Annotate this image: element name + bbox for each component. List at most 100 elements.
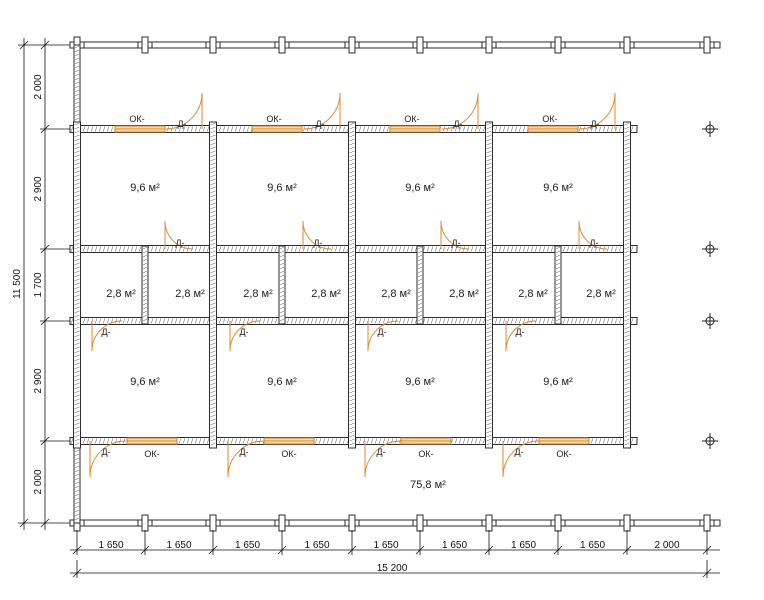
wall-hatch bbox=[279, 302, 285, 306]
wall-hatch bbox=[514, 318, 518, 324]
wall-hatch bbox=[610, 246, 614, 252]
wall-hatch bbox=[474, 438, 478, 444]
wall-hatch bbox=[486, 226, 492, 230]
wall-hatch bbox=[210, 414, 216, 418]
wall-hatch bbox=[142, 270, 148, 274]
wall-hatch bbox=[358, 126, 362, 132]
wall-hatch bbox=[486, 314, 492, 318]
wall-hatch bbox=[486, 334, 492, 338]
wall-hatch bbox=[510, 126, 514, 132]
openings bbox=[89, 92, 616, 478]
wall-hatch bbox=[186, 318, 190, 324]
window-label: ОК- bbox=[556, 449, 571, 459]
door-swing bbox=[578, 220, 608, 250]
wall-hatch bbox=[486, 290, 492, 294]
wall-hatch bbox=[349, 226, 355, 230]
wall-hatch bbox=[210, 170, 216, 174]
wall-hatch bbox=[246, 438, 250, 444]
wall-hatch bbox=[486, 390, 492, 394]
wall-hatch bbox=[349, 206, 355, 210]
wall-hatch bbox=[210, 330, 216, 334]
wall-hatch bbox=[486, 434, 492, 438]
wall-segment bbox=[554, 245, 562, 325]
wall-hatch bbox=[130, 318, 134, 324]
wall-hatch bbox=[210, 422, 216, 426]
wall-hatch bbox=[74, 138, 80, 142]
dim-total-height: 11 500 bbox=[12, 269, 23, 299]
wall-hatch bbox=[349, 286, 355, 290]
wall-hatch bbox=[624, 398, 630, 402]
wall-hatch bbox=[624, 362, 630, 366]
wall-hatch bbox=[478, 126, 482, 132]
wall-hatch bbox=[74, 49, 80, 53]
wall-hatch bbox=[606, 438, 610, 444]
wall-hatch bbox=[74, 170, 80, 174]
wall-hatch bbox=[374, 318, 378, 324]
wall-hatch bbox=[126, 246, 130, 252]
wall-hatch bbox=[349, 142, 355, 146]
wall-hatch bbox=[586, 246, 590, 252]
wall-hatch bbox=[434, 318, 438, 324]
wall-hatch bbox=[349, 406, 355, 410]
door-swing bbox=[440, 220, 470, 250]
wall-hatch bbox=[486, 326, 492, 330]
wall-hatch bbox=[74, 166, 80, 170]
wall-hatch bbox=[210, 210, 216, 214]
wall-hatch bbox=[486, 178, 492, 182]
door-label: Д- bbox=[515, 327, 524, 337]
wall-hatch bbox=[486, 346, 492, 350]
wall-hatch bbox=[210, 322, 216, 326]
window-bottom-3 bbox=[400, 437, 452, 445]
wall-hatch bbox=[522, 438, 526, 444]
wall-hatch bbox=[606, 246, 610, 252]
wall-hatch bbox=[142, 318, 148, 322]
wall-hatch bbox=[624, 142, 630, 146]
wall-hatch bbox=[498, 246, 502, 252]
wall-hatch bbox=[417, 314, 423, 318]
wall-hatch bbox=[210, 138, 216, 142]
wall-hatch bbox=[349, 362, 355, 366]
wall-hatch bbox=[279, 262, 285, 266]
wall-hatch bbox=[142, 314, 148, 318]
wall-hatch bbox=[178, 126, 182, 132]
wall-hatch bbox=[486, 310, 492, 314]
wall-hatch bbox=[582, 246, 586, 252]
wall-hatch bbox=[624, 358, 630, 362]
room-area-small: 2,8 м² bbox=[175, 288, 205, 300]
wall-hatch bbox=[74, 154, 80, 158]
wall-hatch bbox=[74, 298, 80, 302]
wall-hatch bbox=[314, 318, 318, 324]
wall-hatch bbox=[210, 338, 216, 342]
wall-hatch bbox=[134, 318, 138, 324]
wall-segment bbox=[141, 245, 149, 325]
wall-hatch bbox=[486, 274, 492, 278]
wall-body bbox=[623, 121, 631, 449]
door-swing bbox=[89, 440, 127, 478]
wall-hatch bbox=[134, 246, 138, 252]
post-body bbox=[485, 514, 493, 532]
wall-hatch bbox=[279, 286, 285, 290]
wall-segment bbox=[623, 121, 631, 449]
wall-hatch bbox=[486, 162, 492, 166]
wall-hatch bbox=[322, 438, 326, 444]
wall-hatch bbox=[142, 302, 148, 306]
wall-hatch bbox=[102, 246, 106, 252]
wall-hatch bbox=[294, 318, 298, 324]
wall-hatch bbox=[590, 318, 594, 324]
wall-hatch bbox=[326, 318, 330, 324]
wall-hatch bbox=[574, 246, 578, 252]
wall-hatch bbox=[74, 97, 80, 101]
wall-hatch bbox=[74, 489, 80, 493]
wall-hatch bbox=[279, 278, 285, 282]
wall-hatch bbox=[362, 318, 366, 324]
wall-hatch bbox=[624, 262, 630, 266]
wall-hatch bbox=[590, 438, 594, 444]
door-swing bbox=[302, 220, 332, 250]
wall-hatch bbox=[486, 210, 492, 214]
wall-hatch bbox=[624, 194, 630, 198]
wall-hatch bbox=[210, 194, 216, 198]
wall-hatch bbox=[222, 318, 226, 324]
wall-hatch bbox=[438, 318, 442, 324]
wall-hatch bbox=[624, 414, 630, 418]
